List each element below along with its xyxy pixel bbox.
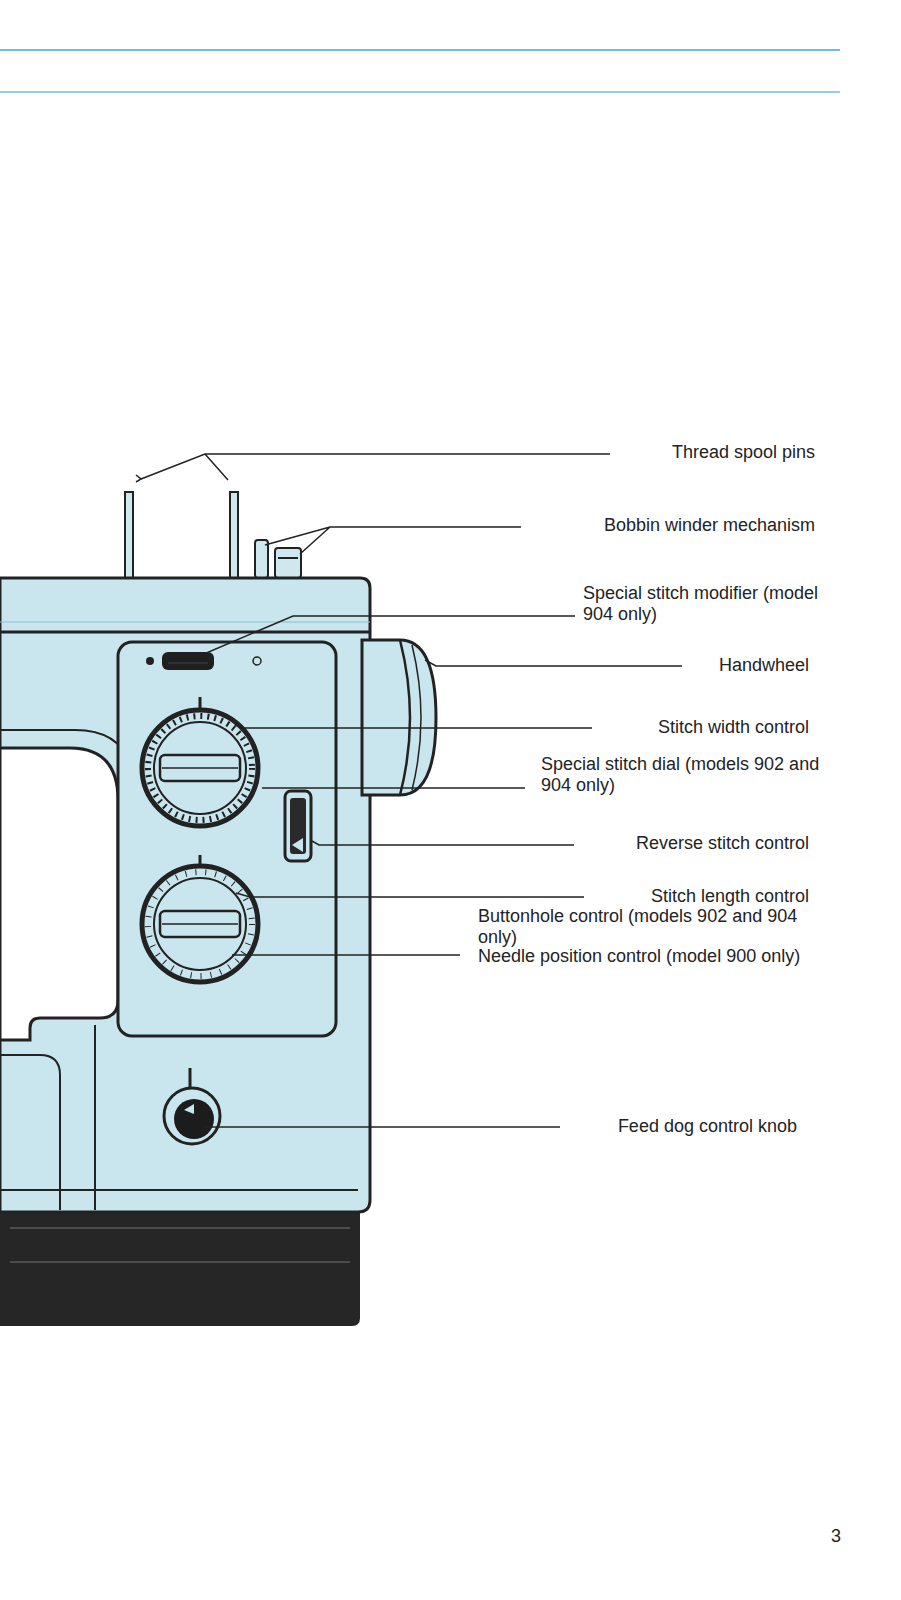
part-label: Special stitch modifier (model 904 only) (583, 583, 823, 625)
modifier-slot (162, 652, 214, 670)
stitch-width-dial (142, 697, 258, 826)
arm-opening (0, 748, 118, 1040)
part-label: Reverse stitch control (636, 833, 809, 854)
part-label: Buttonhole control (models 902 and 904 o… (478, 906, 818, 948)
part-label: Special stitch dial (models 902 and 904 … (541, 754, 831, 796)
header-rule (0, 49, 840, 51)
machine-body (0, 578, 370, 1212)
part-label: Bobbin winder mechanism (604, 515, 815, 536)
part-label: Feed dog control knob (618, 1116, 797, 1137)
reverse-button (285, 791, 311, 861)
stitch-length-dial (142, 855, 258, 982)
spool-pin (125, 492, 133, 578)
feed-dog-knob (164, 1068, 220, 1144)
bobbin-winder (255, 540, 268, 578)
part-label: Stitch width control (658, 717, 809, 738)
part-label: Needle position control (model 900 only) (478, 946, 818, 967)
machine-base (0, 1210, 360, 1326)
header-rule (0, 91, 840, 93)
spool-pin (230, 492, 238, 578)
part-label: Handwheel (719, 655, 809, 676)
part-label: Stitch length control (651, 886, 809, 907)
bobbin-winder (275, 548, 301, 578)
handwheel (362, 640, 436, 795)
control-panel (118, 642, 336, 1036)
part-label: Thread spool pins (672, 442, 815, 463)
page-number: 3 (831, 1526, 841, 1547)
